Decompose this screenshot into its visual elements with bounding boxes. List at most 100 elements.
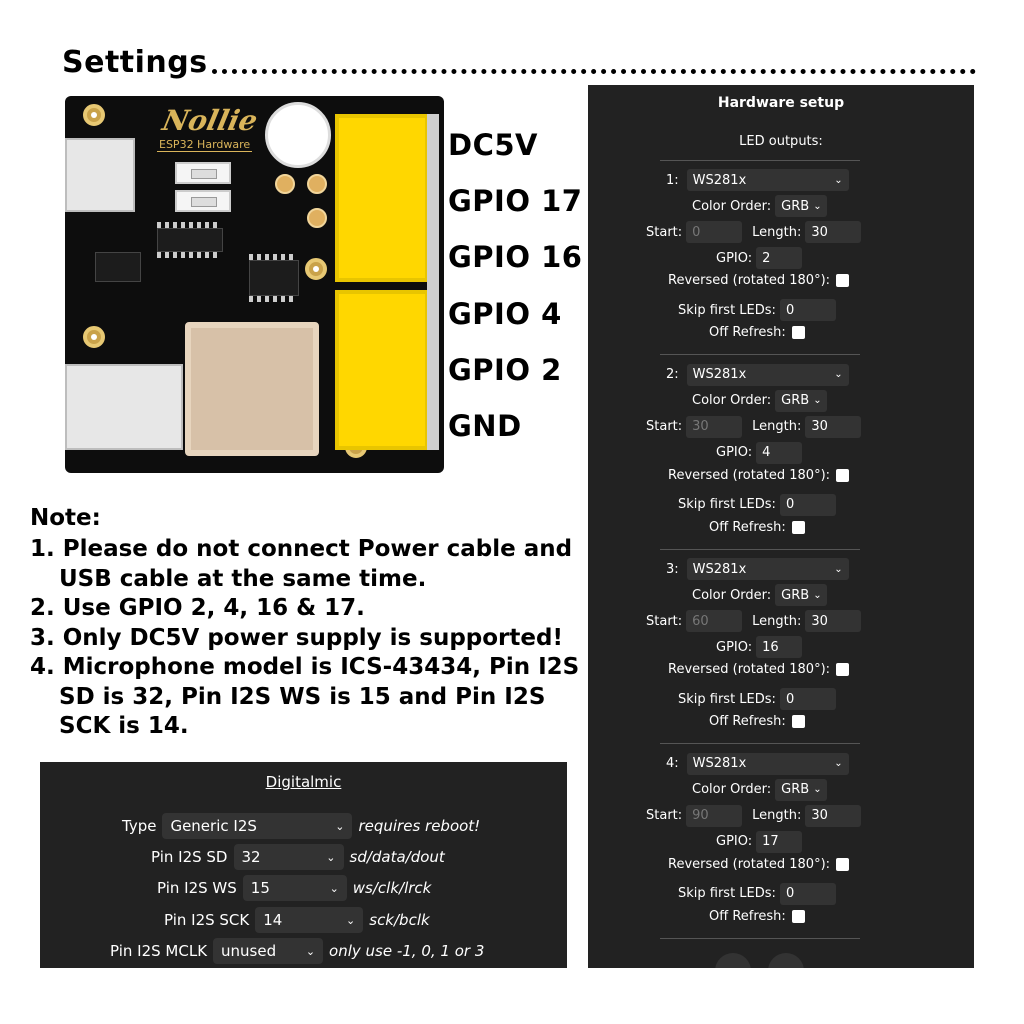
mic-type-select[interactable]: Generic I2S ⌄ <box>162 813 353 839</box>
led-output-3-off-refresh-row: Off Refresh: <box>709 714 805 729</box>
esp32-module <box>185 322 319 456</box>
mic-type-label: Type <box>122 817 157 835</box>
chevron-down-icon: ⌄ <box>813 784 822 795</box>
mic-mclk-value: unused <box>221 942 277 960</box>
off-refresh-label: Off Refresh: <box>709 519 786 535</box>
terminal-label-dc5v: DC5V <box>448 128 538 162</box>
color-order-select[interactable]: GRB ⌄ <box>775 195 828 217</box>
led-type-select[interactable]: WS281x ⌄ <box>686 752 849 775</box>
mic-ws-value: 15 <box>250 879 270 897</box>
terminal-block-bottom <box>335 290 429 450</box>
led-type-select[interactable]: WS281x ⌄ <box>686 363 849 386</box>
led-output-index: 2: <box>666 367 679 382</box>
color-order-select[interactable]: GRB ⌄ <box>775 389 828 412</box>
mic-ws-select[interactable]: 15 ⌄ <box>242 875 347 901</box>
reversed-checkbox[interactable] <box>836 857 850 871</box>
remove-output-button[interactable] <box>768 953 804 968</box>
start-field[interactable]: 60 <box>686 610 743 632</box>
mounting-hole <box>83 326 105 348</box>
led-output-1-gpio-row: GPIO: 2 <box>716 247 803 269</box>
chevron-down-icon: ⌄ <box>326 850 336 864</box>
mic-sck-select[interactable]: 14 ⌄ <box>255 907 364 933</box>
color-order-select[interactable]: GRB ⌄ <box>775 778 828 801</box>
gpio-field[interactable]: 16 <box>756 636 803 658</box>
skip-field[interactable]: 0 <box>779 299 836 321</box>
led-output-2-type-row: 2: WS281x ⌄ <box>666 363 849 386</box>
reversed-checkbox[interactable] <box>836 468 850 482</box>
terminal-strip <box>427 114 439 450</box>
reversed-checkbox[interactable] <box>836 663 850 676</box>
terminal-label-gpio2: GPIO 2 <box>448 353 562 387</box>
hardware-setup-title: Hardware setup <box>717 95 845 111</box>
color-order-value: GRB <box>781 393 810 408</box>
mic-sd-label: Pin I2S SD <box>151 848 228 866</box>
start-field[interactable]: 90 <box>686 804 743 827</box>
usb-port <box>65 364 183 450</box>
start-label: Start: <box>646 613 683 629</box>
skip-field[interactable]: 0 <box>779 882 836 905</box>
chip <box>157 228 223 252</box>
start-label: Start: <box>646 808 683 823</box>
off-refresh-checkbox[interactable] <box>791 715 805 728</box>
terminal-label-gpio4: GPIO 4 <box>448 297 562 331</box>
digitalmic-panel: Digitalmic Type Generic I2S ⌄ requires r… <box>40 762 567 968</box>
off-refresh-checkbox[interactable] <box>791 326 805 339</box>
terminal-label-gpio16: GPIO 16 <box>448 240 583 274</box>
led-output-3-type-row: 3: WS281x ⌄ <box>666 558 849 580</box>
led-output-4-type-row: 4: WS281x ⌄ <box>666 752 849 775</box>
length-label: Length: <box>752 224 802 240</box>
length-field[interactable]: 30 <box>805 415 862 438</box>
off-refresh-checkbox[interactable] <box>791 909 805 923</box>
chip-pins <box>249 254 297 260</box>
chevron-down-icon: ⌄ <box>346 913 356 927</box>
gpio-field[interactable]: 17 <box>756 830 803 853</box>
divider <box>660 160 860 161</box>
board-label: ESP32 Hardware <box>157 138 253 152</box>
led-type-select[interactable]: WS281x ⌄ <box>686 169 849 191</box>
length-field[interactable]: 30 <box>805 221 862 243</box>
mic-mclk-hint: only use -1, 0, 1 or 3 <box>329 942 485 960</box>
divider <box>660 354 860 355</box>
skip-field[interactable]: 0 <box>779 493 836 516</box>
hardware-setup-panel: Hardware setup LED outputs: 1: WS281x ⌄ … <box>588 85 974 968</box>
chevron-down-icon: ⌄ <box>813 589 822 601</box>
led-output-4-reversed-row: Reversed (rotated 180°): <box>668 857 850 872</box>
digitalmic-title: Digitalmic <box>265 773 342 791</box>
led-output-4-color-order-row: Color Order: GRB ⌄ <box>692 778 828 801</box>
reversed-checkbox[interactable] <box>836 274 850 287</box>
off-refresh-checkbox[interactable] <box>791 520 805 534</box>
led-type-select[interactable]: WS281x ⌄ <box>686 558 849 580</box>
gpio-label: GPIO: <box>716 250 753 266</box>
title-dotted-line <box>211 69 976 74</box>
gpio-label: GPIO: <box>716 639 753 655</box>
note-item: 3. Only DC5V power supply is supported! <box>30 624 563 651</box>
color-order-select[interactable]: GRB ⌄ <box>775 584 828 606</box>
led-output-2-gpio-row: GPIO: 4 <box>716 441 803 464</box>
skip-label: Skip first LEDs: <box>678 886 776 901</box>
led-output-3-gpio-row: GPIO: 16 <box>716 636 803 658</box>
reversed-label: Reversed (rotated 180°): <box>668 662 831 677</box>
gpio-field[interactable]: 2 <box>756 247 803 269</box>
color-order-label: Color Order: <box>692 782 772 797</box>
color-order-label: Color Order: <box>692 587 772 603</box>
start-field[interactable]: 30 <box>686 415 743 438</box>
mic-mclk-select[interactable]: unused ⌄ <box>213 938 324 964</box>
skip-field[interactable]: 0 <box>779 688 836 710</box>
length-label: Length: <box>752 613 802 629</box>
start-field[interactable]: 0 <box>686 221 743 243</box>
mic-sd-select[interactable]: 32 ⌄ <box>233 844 344 870</box>
mic-ws-label: Pin I2S WS <box>157 879 237 897</box>
mic-sd-hint: sd/data/dout <box>349 848 445 866</box>
esp32-board-image: Nollie ESP32 Hardware <box>65 96 444 473</box>
mic-sck-label: Pin I2S SCK <box>164 911 250 929</box>
length-field[interactable]: 30 <box>805 610 862 632</box>
led-output-1-reversed-row: Reversed (rotated 180°): <box>668 273 850 288</box>
divider <box>660 548 860 550</box>
chip-pins <box>157 252 221 258</box>
mic-type-row: Type Generic I2S ⌄ requires reboot! <box>122 813 480 839</box>
led-output-2-off-refresh-row: Off Refresh: <box>709 520 805 535</box>
add-output-button[interactable] <box>715 953 751 968</box>
length-field[interactable]: 30 <box>805 804 862 827</box>
gpio-field[interactable]: 4 <box>756 441 803 464</box>
led-type-value: WS281x <box>692 561 747 577</box>
